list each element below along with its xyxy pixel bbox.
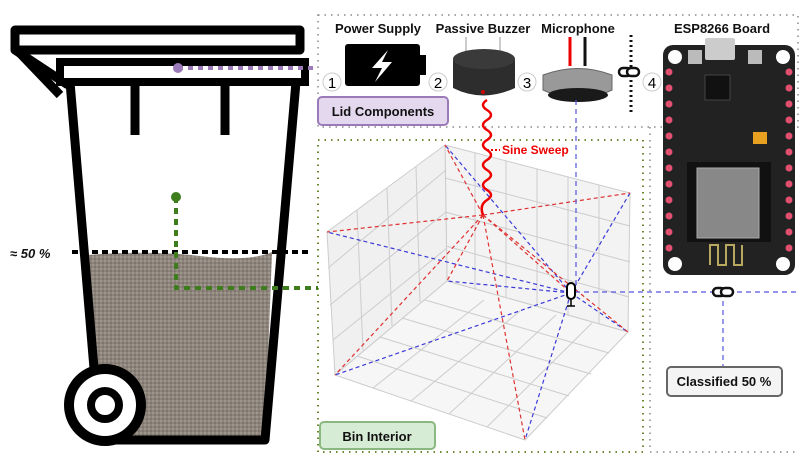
label-microphone: Microphone	[541, 21, 615, 36]
classification-result-badge	[666, 366, 783, 397]
badge-3: 3	[517, 72, 537, 92]
trash-bin	[10, 25, 309, 446]
interior-connector	[174, 197, 318, 290]
microphone-icon	[542, 37, 613, 102]
badge-1: 1	[322, 72, 342, 92]
label-passive-buzzer: Passive Buzzer	[436, 21, 531, 36]
svg-text:Lid Components: Lid Components	[332, 104, 435, 119]
fill-level-label: ≈ 50 %	[10, 246, 51, 261]
battery-icon	[345, 44, 426, 86]
label-power-supply: Power Supply	[335, 21, 422, 36]
svg-text:2: 2	[434, 75, 442, 92]
sine-sweep-label: Sine Sweep	[502, 143, 569, 157]
mic-marker-icon	[566, 282, 576, 307]
sine-sweep-wave	[480, 98, 493, 216]
bin-interior-badge	[319, 421, 436, 450]
badge-2: 2	[428, 72, 448, 92]
buzzer-icon	[453, 37, 515, 96]
lid-components-badge	[317, 96, 449, 126]
board-region-outline	[649, 127, 798, 453]
svg-text:1: 1	[328, 75, 336, 92]
link-icon	[617, 66, 641, 78]
direct-paths	[326, 144, 631, 441]
reflection-paths	[326, 144, 631, 441]
board-icon	[663, 38, 795, 275]
svg-text:3: 3	[523, 75, 531, 92]
svg-text:4: 4	[648, 75, 656, 92]
badge-4: 4	[642, 72, 662, 92]
svg-text:Classified 50 %: Classified 50 %	[677, 374, 772, 389]
interior-region-outline	[317, 139, 644, 453]
link-icon	[711, 286, 735, 298]
svg-text:Bin Interior: Bin Interior	[342, 429, 411, 444]
label-esp8266-board: ESP8266 Board	[674, 21, 770, 36]
lid-region-outline	[317, 14, 799, 128]
mic-signal-path	[575, 100, 800, 368]
